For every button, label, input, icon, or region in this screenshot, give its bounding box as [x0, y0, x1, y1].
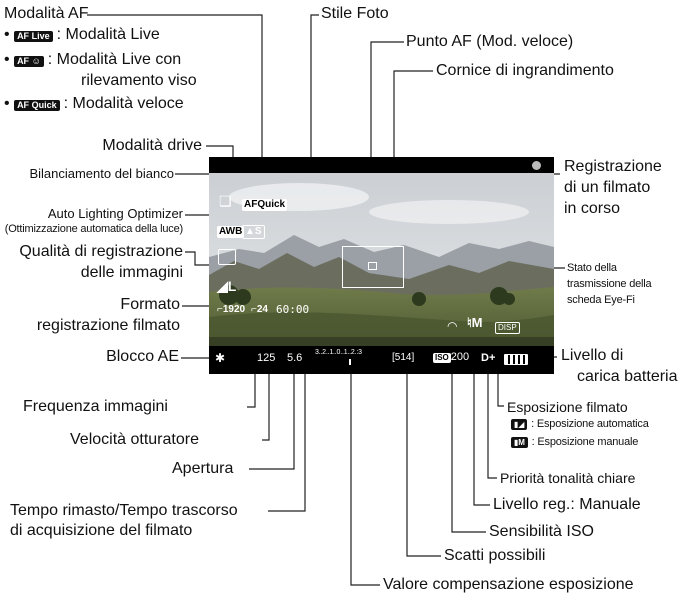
label-modalita-af: Modalità AF	[4, 5, 89, 22]
label-livello-reg: Livello reg.: Manuale	[493, 496, 641, 513]
label-eyefi-2: trasmissione della	[567, 278, 652, 290]
label-esposizione-filmato: Esposizione filmato	[507, 399, 628, 415]
label-priorita: Priorità tonalità chiare	[500, 470, 636, 486]
label-apertura: Apertura	[172, 460, 234, 477]
label-formato-2: registrazione filmato	[36, 317, 180, 334]
auto-lighting-optimizer-icon	[218, 249, 236, 265]
label-punto-af: Punto AF (Mod. veloce)	[406, 33, 574, 50]
battery-icon	[504, 354, 528, 365]
recording-time: 60:00	[276, 303, 310, 316]
label-eyefi-3: scheda Eye-Fi	[567, 294, 635, 306]
af-bullet-face: • AF ☺: Modalità Live con	[4, 51, 182, 68]
af-bullet-live: • AF Live: Modalità Live	[4, 26, 160, 43]
picture-style-icon: ▲S	[242, 221, 265, 239]
drive-mode-icon: ❏	[219, 193, 232, 209]
movie-exposure-icon: DISP	[495, 317, 520, 335]
label-registrazione-2: di un filmato	[564, 179, 651, 196]
label-tempo-2: di acquisizione del filmato	[10, 522, 193, 539]
exposure-marker	[349, 359, 351, 365]
label-registrazione-1: Registrazione	[564, 158, 662, 175]
label-velocita: Velocità otturatore	[70, 431, 199, 448]
label-cornice: Cornice di ingrandimento	[436, 62, 614, 79]
label-bilanciamento: Bilanciamento del bianco	[29, 166, 174, 181]
label-esp-manuale: ▮M: Esposizione manuale	[511, 436, 638, 449]
live-view-screen: ❏ AFQuick AWB ▲S ◢L ⌐1920 ⌐24 60:00 ◠ ♮M…	[209, 157, 554, 374]
shutter-speed-value: 125	[257, 352, 276, 364]
label-alo-sub: (Ottimizzazione automatica della luce)	[4, 223, 183, 235]
screen-bottom-bar	[209, 346, 554, 374]
image-quality-icon: ◢L	[217, 278, 237, 294]
label-esp-auto: ▮◢: Esposizione automatica	[511, 418, 649, 431]
frame-rate-icon: ⌐24	[251, 304, 268, 315]
ae-lock-icon: ✱	[215, 351, 226, 365]
exposure-scale: 3..2..1..0..1..2.:3	[315, 349, 362, 356]
label-sensibilita: Sensibilità ISO	[489, 523, 594, 540]
label-registrazione-3: in corso	[564, 200, 621, 217]
af-quick-icon: AFQuick	[242, 199, 288, 211]
shots-remaining-value: [514]	[392, 352, 415, 363]
aperture-value: 5.6	[287, 352, 303, 364]
magnification-frame	[342, 246, 404, 288]
label-scatti: Scatti possibili	[444, 547, 546, 564]
label-livello-2: carica batteria	[577, 368, 678, 385]
screen-top-bar	[209, 157, 554, 173]
af-bullet-quick: • AF Quick: Modalità veloce	[4, 95, 184, 112]
label-frequenza: Frequenza immagini	[23, 398, 168, 415]
label-stile-foto: Stile Foto	[321, 5, 389, 22]
recording-indicator	[532, 161, 541, 170]
af-point	[368, 262, 377, 270]
label-modalita-drive: Modalità drive	[102, 137, 202, 154]
label-qualita-2: delle immagini	[80, 264, 183, 281]
eye-fi-icon: ◠	[447, 319, 458, 333]
label-formato-1: Formato	[120, 296, 180, 313]
label-blocco-ae: Blocco AE	[106, 348, 179, 365]
white-balance-icon: AWB	[217, 226, 245, 238]
label-valore-comp: Valore compensazione esposizione	[383, 576, 634, 593]
label-alo: Auto Lighting Optimizer	[47, 206, 183, 221]
rec-level-icon: ♮M	[467, 315, 483, 330]
label-tempo-1: Tempo rimasto/Tempo trascorso	[10, 502, 238, 519]
label-qualita-1: Qualità di registrazione	[19, 243, 183, 260]
label-livello-1: Livello di	[561, 347, 624, 364]
movie-size-icon: ⌐1920	[217, 304, 246, 315]
af-bullet-face-line2: rilevamento viso	[81, 72, 197, 89]
label-eyefi-1: Stato della	[567, 262, 617, 274]
highlight-tone-priority-icon: D+	[481, 352, 496, 364]
